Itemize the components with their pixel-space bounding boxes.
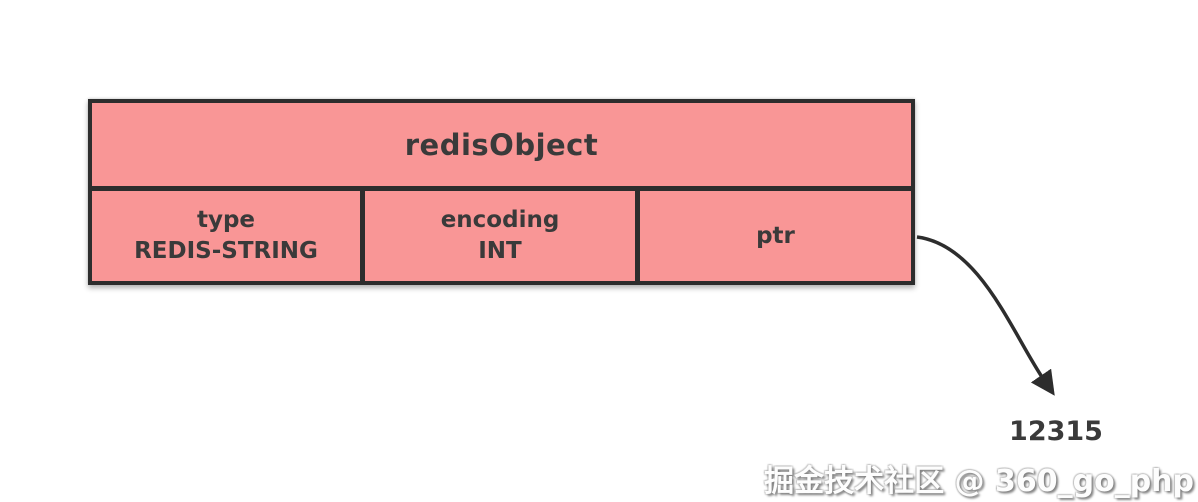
field-value-type: REDIS-STRING: [134, 238, 318, 264]
table-body-row: type REDIS-STRING encoding INT ptr: [92, 191, 911, 281]
cell-type: type REDIS-STRING: [92, 191, 365, 281]
table-header-redisobject: redisObject: [92, 103, 911, 191]
pointer-value-label: 12315: [1009, 416, 1103, 447]
watermark: 掘金技术社区 @ 360_go_php: [764, 464, 1194, 499]
field-name-ptr: ptr: [756, 222, 795, 249]
field-value-encoding: INT: [478, 238, 522, 264]
pointer-arrow-path: [916, 235, 1055, 396]
redis-object-table: redisObject type REDIS-STRING encoding I…: [88, 99, 915, 285]
cell-encoding: encoding INT: [365, 191, 640, 281]
field-name-type: type: [196, 207, 256, 233]
field-name-encoding: encoding: [440, 207, 560, 233]
cell-ptr: ptr: [640, 191, 911, 281]
